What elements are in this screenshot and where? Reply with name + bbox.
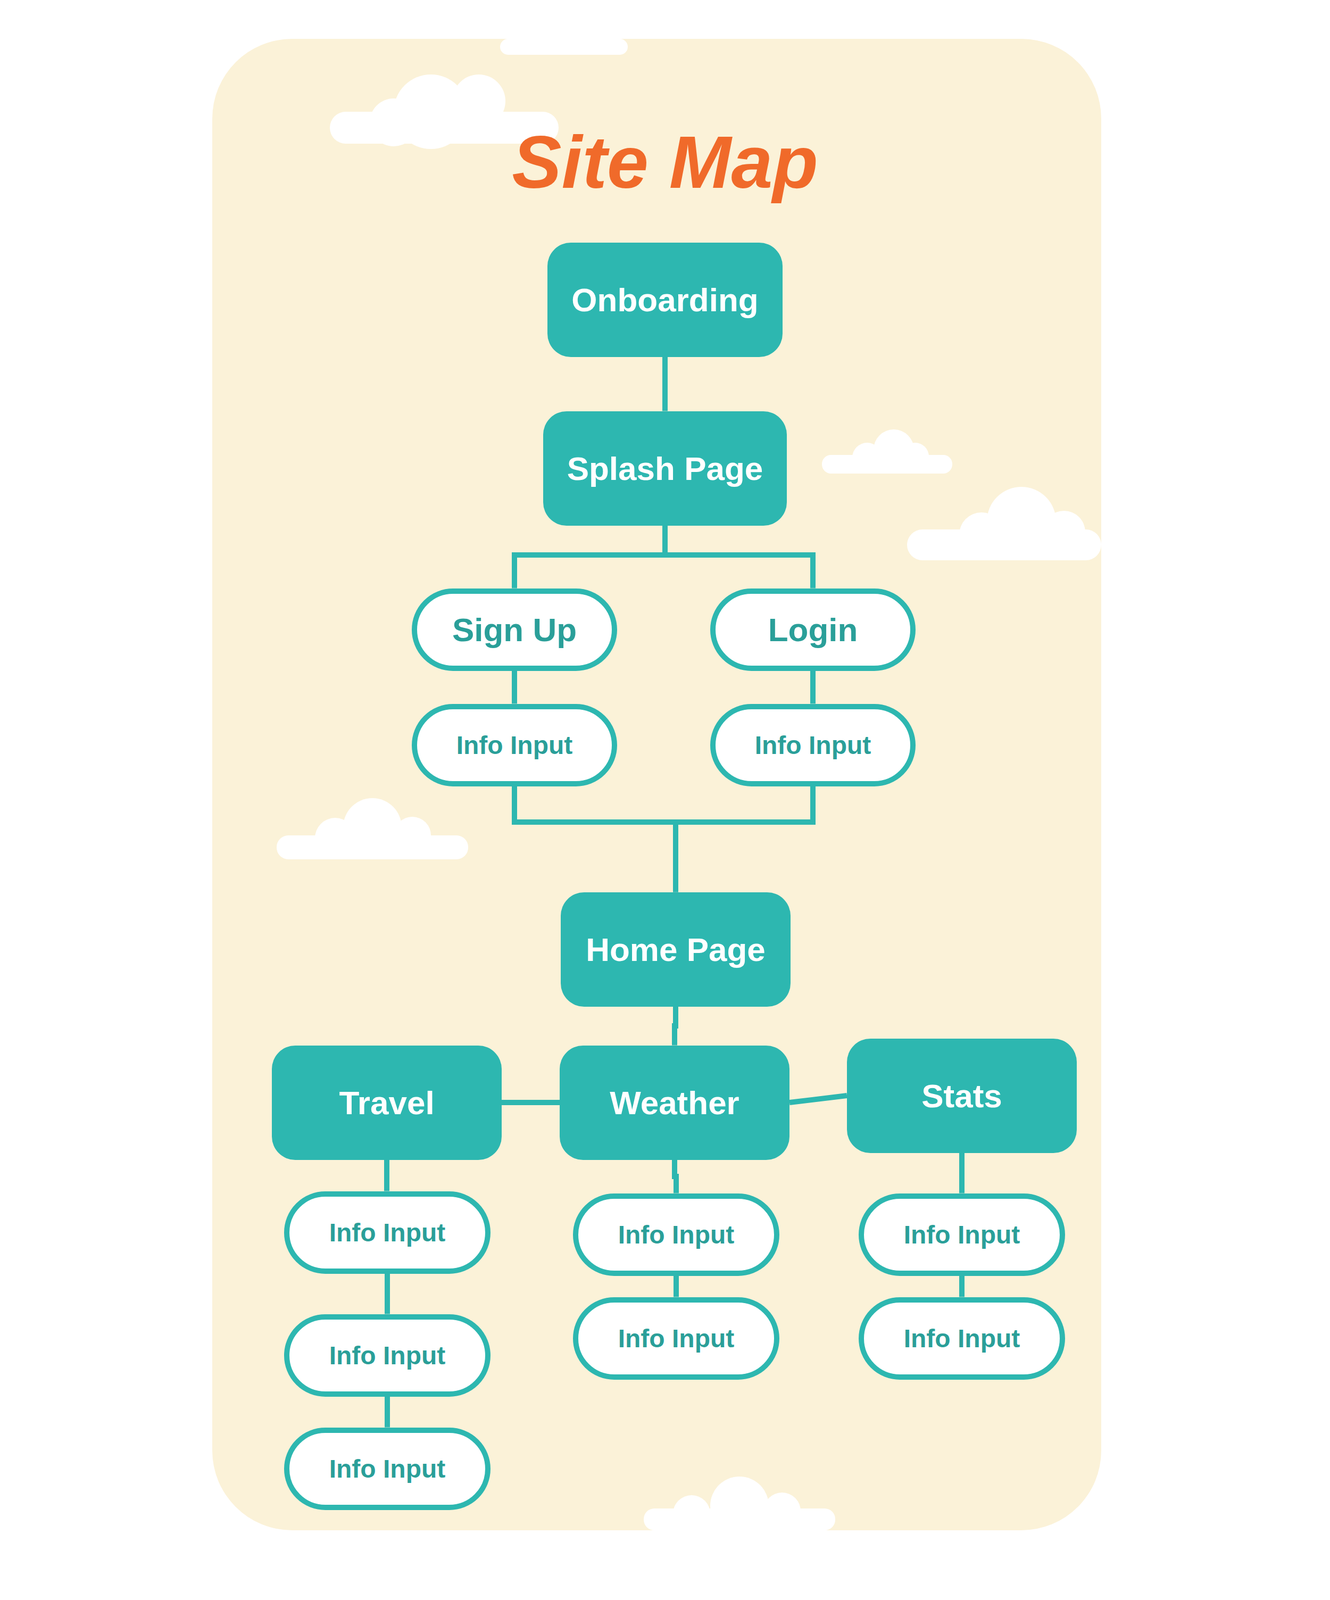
connector (674, 1006, 676, 1046)
connector (673, 1275, 679, 1298)
connector (789, 1095, 847, 1103)
node-label: Info Input (618, 1219, 735, 1250)
node-label: Travel (338, 1083, 435, 1122)
step-pill: Info Input (858, 1193, 1066, 1276)
step-pill: Info Input (572, 1193, 780, 1276)
node-label: Sign Up (452, 610, 577, 649)
step-pill: Info Input (284, 1427, 491, 1510)
node-label: Splash Page (567, 449, 764, 488)
node-label: Home Page (585, 930, 766, 969)
connector (675, 786, 813, 893)
connector (384, 1273, 390, 1315)
node-label: Info Input (329, 1340, 446, 1370)
step-pill: Login (710, 588, 916, 671)
connector (810, 670, 816, 704)
connector (674, 1159, 677, 1194)
cloud (643, 1476, 836, 1535)
connector (501, 1099, 560, 1105)
connector (959, 1275, 965, 1298)
node-label: Login (768, 610, 859, 649)
page-box: Weather (559, 1045, 790, 1160)
node-label: Onboarding (571, 280, 759, 319)
node-label: Stats (921, 1076, 1003, 1115)
connector (514, 525, 665, 589)
connector (384, 1396, 390, 1428)
page-title: Site Map (0, 119, 1330, 205)
step-pill: Info Input (411, 703, 618, 787)
node-label: Info Input (329, 1453, 446, 1484)
cloud (276, 798, 469, 860)
node-label: Info Input (456, 730, 573, 760)
node-label: Info Input (903, 1323, 1021, 1353)
step-pill: Info Input (710, 703, 916, 787)
page-box: Splash Page (543, 411, 788, 526)
step-pill: Info Input (284, 1191, 491, 1274)
cloud (821, 429, 953, 474)
connector (511, 670, 518, 704)
connector (384, 1159, 390, 1192)
step-pill: Info Input (572, 1297, 780, 1380)
page-box: Stats (846, 1038, 1077, 1153)
node-label: Info Input (903, 1219, 1021, 1250)
cloud (500, 38, 628, 55)
connector (514, 786, 676, 893)
connector (665, 525, 813, 589)
connector (959, 1152, 965, 1194)
step-pill: Info Input (284, 1314, 491, 1397)
node-label: Info Input (754, 730, 872, 760)
node-label: Weather (609, 1083, 740, 1122)
cloud (907, 486, 1102, 561)
page-box: Onboarding (547, 242, 783, 357)
step-pill: Info Input (858, 1297, 1066, 1380)
step-pill: Sign Up (411, 588, 618, 671)
page-box: Home Page (560, 892, 791, 1007)
page-box: Travel (271, 1045, 502, 1160)
node-label: Info Input (329, 1217, 446, 1248)
panel (212, 38, 1102, 1531)
connector (662, 356, 668, 412)
clouds (276, 38, 1102, 1535)
node-label: Info Input (618, 1323, 735, 1353)
